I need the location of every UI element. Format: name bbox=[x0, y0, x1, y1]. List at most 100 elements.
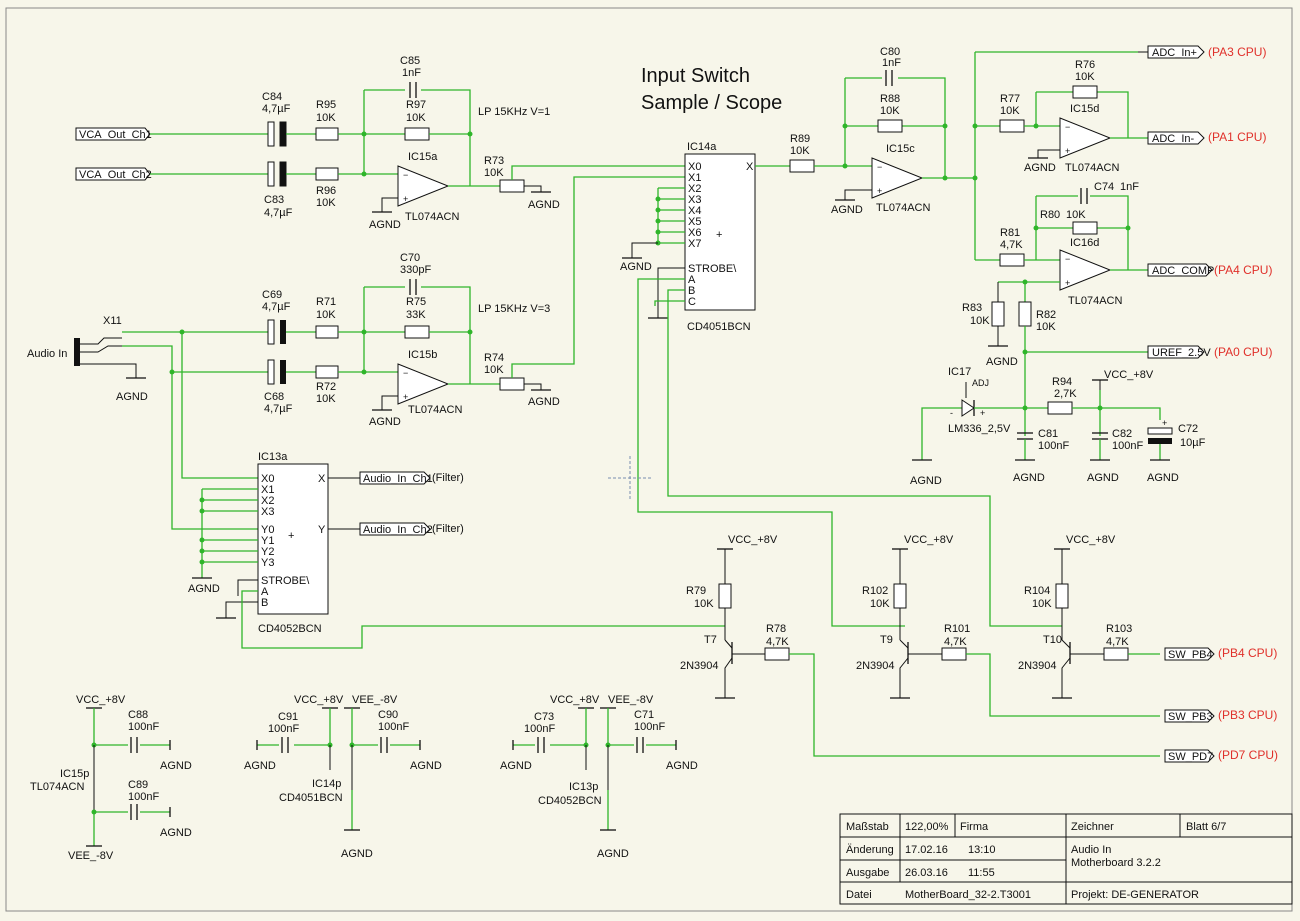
ic14a-pin-b: B bbox=[688, 285, 695, 297]
ic14a-val: CD4051BCN bbox=[687, 321, 751, 333]
ic14a-pin-x4: X4 bbox=[688, 205, 701, 217]
c81-ref: C81 bbox=[1038, 428, 1058, 440]
c85-ref: C85 bbox=[400, 55, 420, 67]
r71-val: 10K bbox=[316, 309, 336, 321]
reference-section: IC17 ADJ -+ LM336_2,5V AGND C81 100nF AG… bbox=[910, 366, 1206, 487]
net-label-vca2 bbox=[75, 167, 151, 181]
c82-val: 100nF bbox=[1112, 440, 1143, 452]
ic13a-out-x: X bbox=[318, 473, 326, 485]
r94-ref: R94 bbox=[1052, 376, 1072, 388]
r95-ref: R95 bbox=[316, 99, 336, 111]
svg-text:+: + bbox=[1162, 418, 1167, 428]
c91-val: 100nF bbox=[268, 723, 299, 735]
ic14p-val: CD4051BCN bbox=[279, 792, 343, 804]
c84-val: 4,7µF bbox=[262, 103, 291, 115]
ic13a-mux: IC13a CD4052BCN X0 X1 X2 X3 Y0 Y1 Y2 Y3 … bbox=[188, 451, 725, 649]
agnd-label: AGND bbox=[986, 356, 1018, 368]
tb-massstab-value: 122,00% bbox=[905, 821, 949, 833]
r88-ref: R88 bbox=[880, 93, 900, 105]
adccomp-label: ADC_COMP bbox=[1152, 265, 1214, 277]
agnd-label: AGND bbox=[1013, 472, 1045, 484]
vcc-label: VCC_+8V bbox=[1104, 369, 1154, 381]
adcp-label: ADC_In+ bbox=[1152, 47, 1197, 59]
ic13a-pin-y2: Y2 bbox=[261, 546, 274, 558]
sheet-border bbox=[5, 7, 1293, 912]
c74-ref: C74 bbox=[1094, 181, 1114, 193]
c71-val: 100nF bbox=[634, 721, 665, 733]
vca2-label: VCA_Out_Ch2 bbox=[79, 169, 152, 181]
agnd-label: AGND bbox=[341, 848, 373, 860]
pa0-note: (PA0 CPU) bbox=[1214, 345, 1272, 359]
tb-datei-value: MotherBoard_32-2.T3001 bbox=[905, 889, 1031, 901]
agnd-label: AGND bbox=[528, 396, 560, 408]
ic13a-pin-y1: Y1 bbox=[261, 535, 274, 547]
r83-val: 10K bbox=[970, 315, 990, 327]
pd7-label: SW_PD7 bbox=[1168, 751, 1213, 763]
c69-ref: C69 bbox=[262, 289, 282, 301]
ic14a-ref: IC14a bbox=[687, 141, 717, 153]
ic14a-pin-x2: X2 bbox=[688, 183, 701, 195]
tb-ausgabe-time: 11:55 bbox=[968, 867, 995, 879]
ic14a-pin-x5: X5 bbox=[688, 216, 701, 228]
agnd-label: AGND bbox=[188, 583, 220, 595]
pa3-note: (PA3 CPU) bbox=[1208, 45, 1266, 59]
ic13a-val: CD4052BCN bbox=[258, 623, 322, 635]
ic13a-pin-x3: X3 bbox=[261, 506, 274, 518]
agnd-label: AGND bbox=[620, 261, 652, 273]
ic15b-val: TL074ACN bbox=[408, 404, 462, 416]
r73-ref: R73 bbox=[484, 155, 504, 167]
c80-ref: C80 bbox=[880, 46, 900, 58]
r77-ref: R77 bbox=[1000, 93, 1020, 105]
c73-ref: C73 bbox=[534, 711, 554, 723]
svg-text:+: + bbox=[877, 186, 882, 196]
vcc-label: VCC_+8V bbox=[904, 534, 954, 546]
c90-ref: C90 bbox=[378, 709, 398, 721]
c89-val: 100nF bbox=[128, 791, 159, 803]
audio-in-stage: Audio In X11 AGND C69 4,7µF C68 4,7µF R7… bbox=[27, 176, 685, 530]
r76-ref: R76 bbox=[1075, 59, 1095, 71]
filter1-note: (Filter) bbox=[432, 472, 464, 484]
r96-val: 10K bbox=[316, 197, 336, 209]
r102-ref: R102 bbox=[862, 585, 888, 597]
svg-text:+: + bbox=[288, 530, 294, 542]
agnd-label: AGND bbox=[160, 760, 192, 772]
x11-ref: X11 bbox=[103, 315, 122, 327]
r71-ref: R71 bbox=[316, 296, 336, 308]
uref-label: UREF_2.5V bbox=[1152, 347, 1211, 359]
t9-ref: T9 bbox=[880, 634, 893, 646]
t7-val: 2N3904 bbox=[680, 660, 719, 672]
c70-ref: C70 bbox=[400, 252, 420, 264]
vca1-label: VCA_Out_Ch1 bbox=[79, 129, 152, 141]
ic13a-pin-x2: X2 bbox=[261, 495, 274, 507]
r80-val: 10K bbox=[1066, 209, 1086, 221]
t7-ref: T7 bbox=[704, 634, 717, 646]
ic14a-pin-x1: X1 bbox=[688, 172, 701, 184]
net-label-vca1 bbox=[75, 127, 151, 141]
tb-projekt: Projekt: DE-GENERATOR bbox=[1071, 889, 1199, 901]
ic13a-pin-x1: X1 bbox=[261, 484, 274, 496]
agnd-label: AGND bbox=[369, 416, 401, 428]
c72-val: 10µF bbox=[1180, 437, 1206, 449]
lp1-note: LP 15KHz V=1 bbox=[478, 106, 550, 118]
c91-ref: C91 bbox=[278, 711, 298, 723]
svg-text:+: + bbox=[403, 392, 408, 402]
pb3-note: (PB3 CPU) bbox=[1218, 708, 1277, 722]
svg-text:−: − bbox=[1065, 122, 1070, 132]
r81-val: 4,7K bbox=[1000, 239, 1023, 251]
ic14a-pin-a: A bbox=[688, 274, 696, 286]
r104-ref: R104 bbox=[1024, 585, 1050, 597]
ic17-adj: ADJ bbox=[972, 378, 989, 388]
tb-ausgabe-date: 26.03.16 bbox=[905, 867, 948, 879]
agnd-label: AGND bbox=[910, 475, 942, 487]
vcc-label: VCC_+8V bbox=[294, 694, 344, 706]
vee-label: VEE_-8V bbox=[68, 850, 114, 862]
vcc-label: VCC_+8V bbox=[728, 534, 778, 546]
r82-val: 10K bbox=[1036, 321, 1056, 333]
tb-datei-key: Datei bbox=[846, 889, 872, 901]
ic14a-mux: IC14a CD4051BCN X0 X1 X2 X3 X4 X5 X6 X7 … bbox=[620, 141, 1062, 627]
ic14a-pin-x0: X0 bbox=[688, 161, 701, 173]
ic14a-pin-c: C bbox=[688, 296, 696, 308]
agnd-label: AGND bbox=[1087, 472, 1119, 484]
ic13a-pin-b: B bbox=[261, 597, 268, 609]
